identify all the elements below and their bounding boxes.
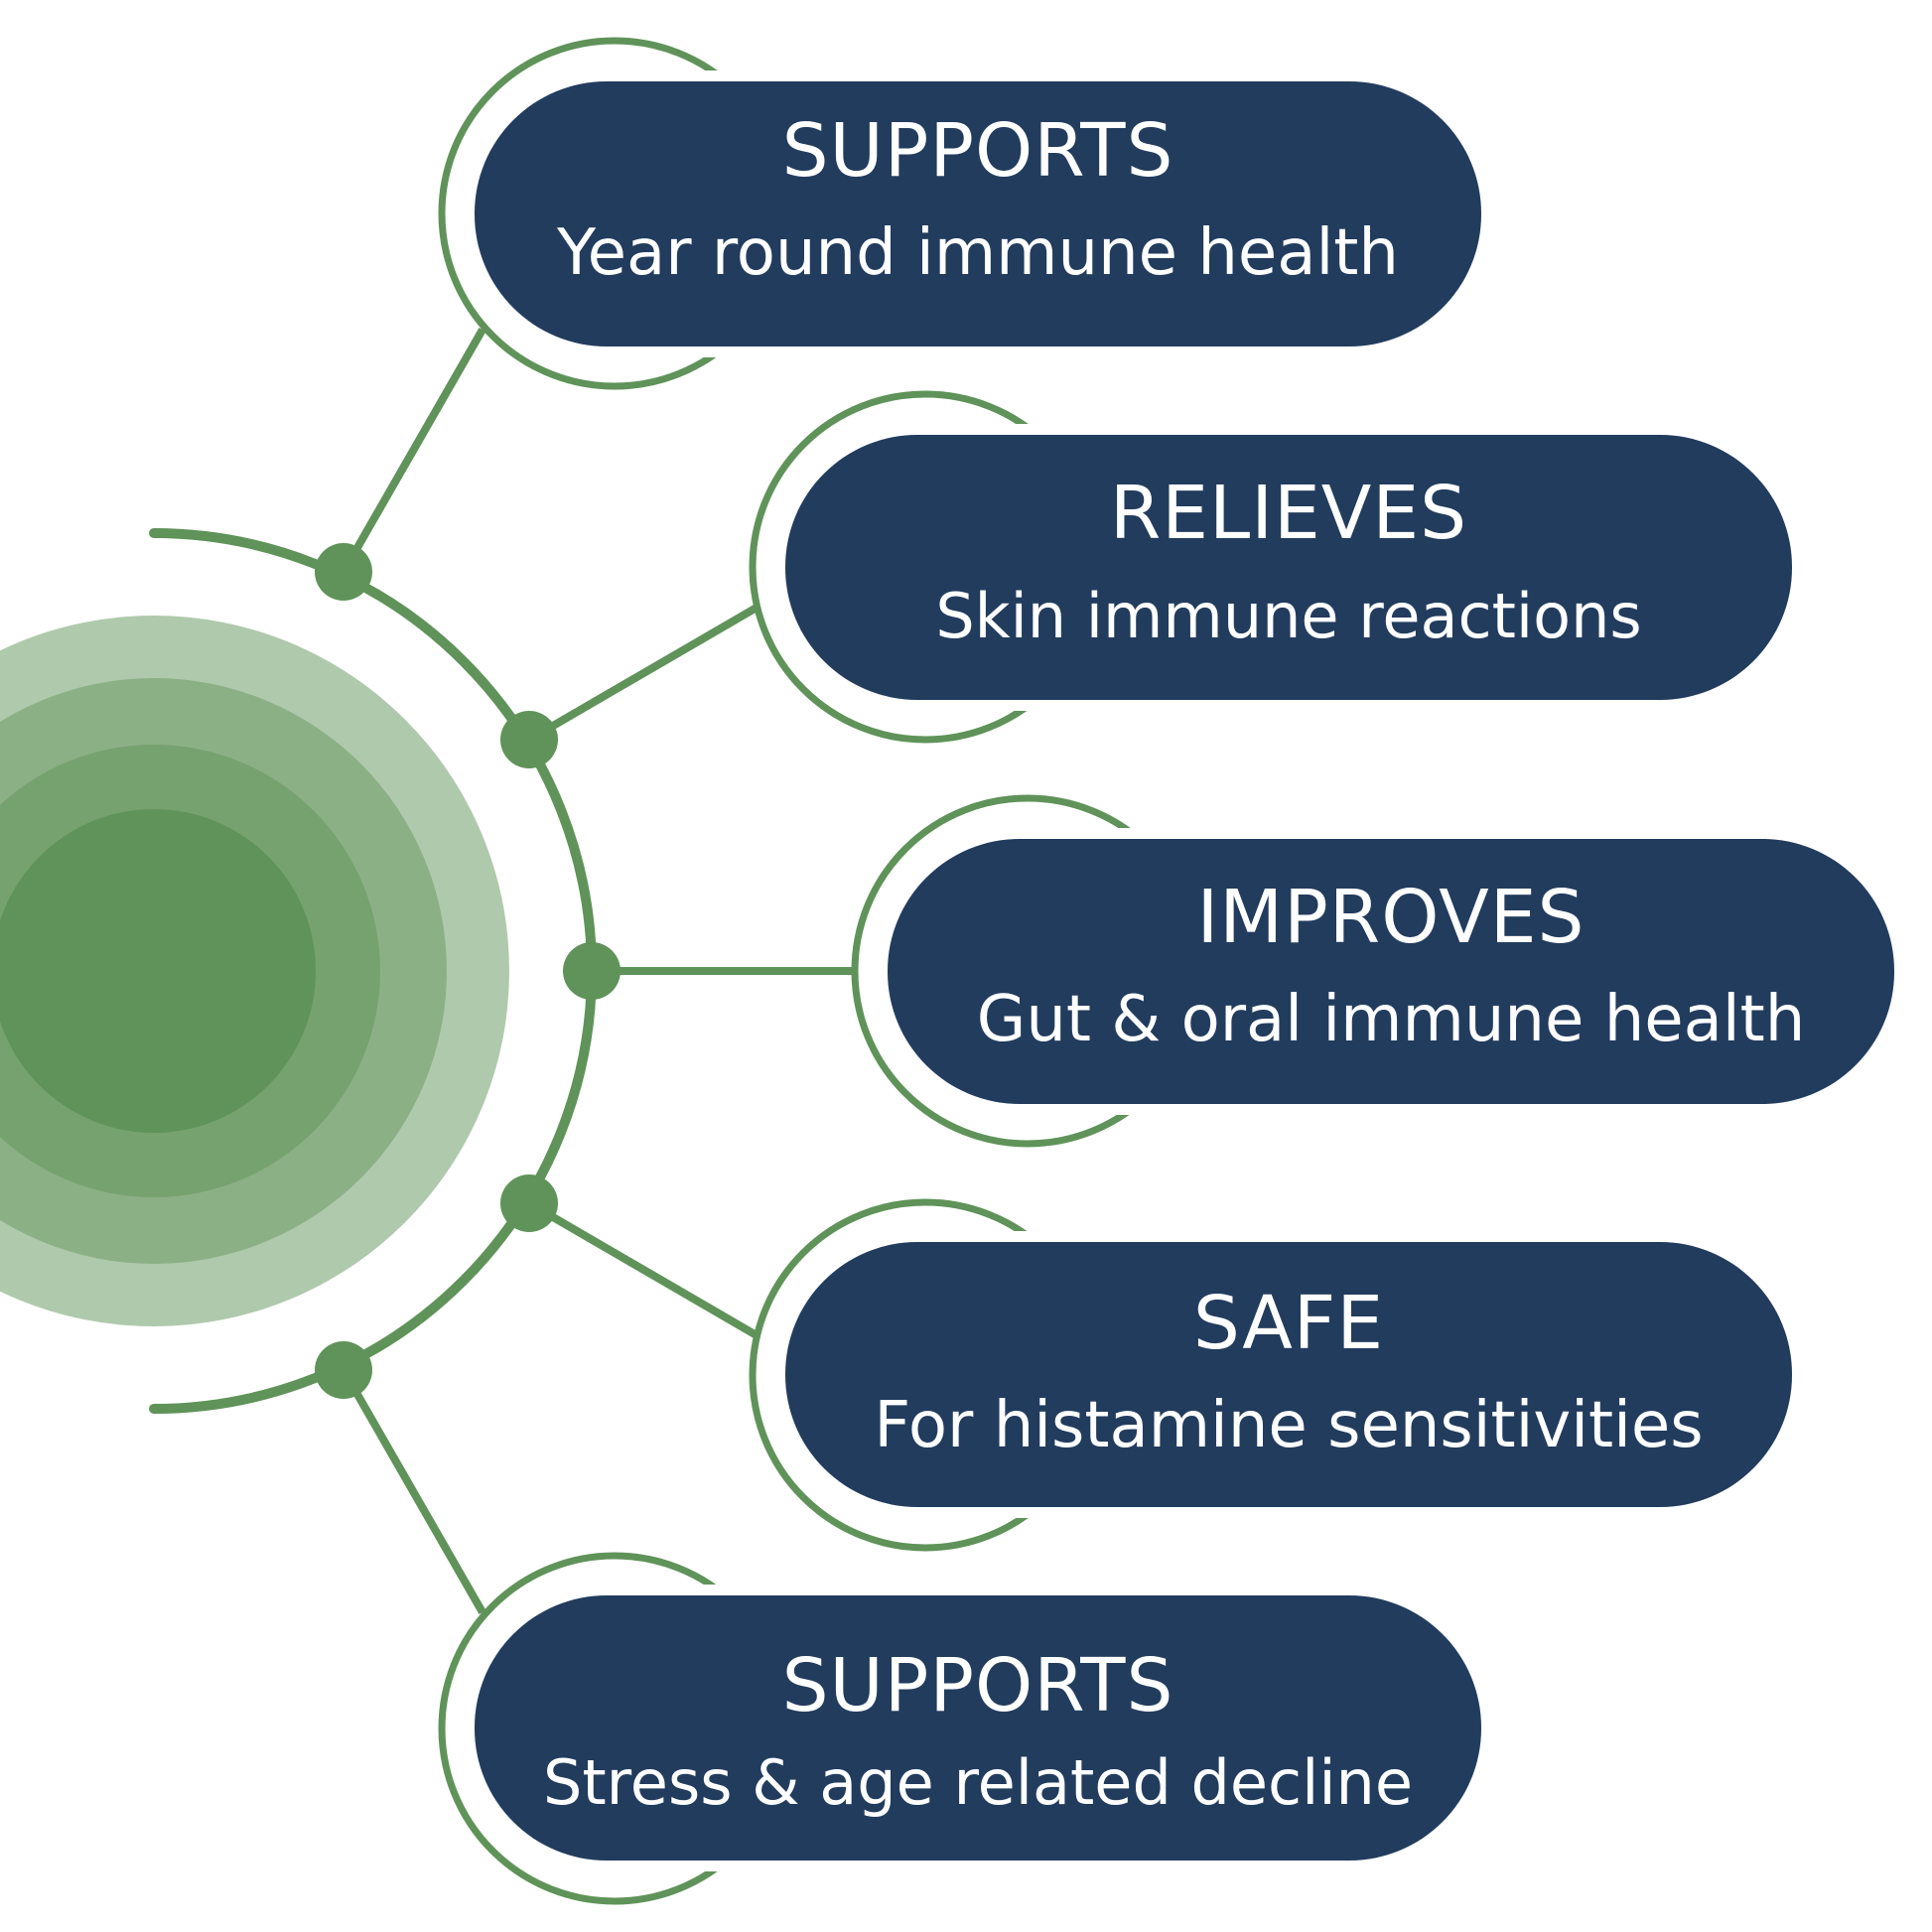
benefit-heading: SUPPORTS [781,1643,1174,1728]
spoke-2 [526,604,759,744]
pill-3 [888,839,1894,1104]
connector-dot-5 [315,1341,372,1399]
benefit-subtext: Gut & oral immune health [976,983,1806,1056]
connector-spokes [340,328,854,1614]
benefit-heading: IMPROVES [1196,875,1586,960]
benefit-subtext: Year round immune health [557,216,1399,290]
benefit-label-2: RELIEVES Skin immune reactions [785,477,1792,647]
connector-dot-4 [500,1174,558,1232]
benefit-heading: SAFE [1192,1281,1385,1366]
spoke-5 [340,1368,486,1614]
benefit-subtext: Skin immune reactions [935,580,1642,652]
connector-dot-3 [563,942,621,1000]
benefit-label-5: SUPPORTS Stress & age related decline [475,1649,1481,1814]
pill-2 [785,435,1792,700]
pill-5 [475,1595,1481,1861]
connector-dot-1 [315,543,372,601]
benefit-heading: RELIEVES [1109,471,1468,556]
benefit-subtext: Stress & age related decline [543,1746,1413,1819]
center-ring-inner [0,809,316,1133]
pills [475,81,1894,1861]
benefit-label-1: SUPPORTS Year round immune health [475,114,1481,285]
benefit-heading: SUPPORTS [781,108,1174,194]
spoke-1 [340,328,486,574]
benefit-label-4: SAFE For histamine sensitivities [785,1287,1792,1457]
center-emblem [0,616,509,1326]
connector-dots [315,543,621,1399]
spoke-4 [526,1199,759,1339]
benefit-subtext: For histamine sensitivities [874,1389,1704,1462]
benefit-label-3: IMPROVES Gut & oral immune health [888,881,1894,1051]
pill-1 [475,81,1481,346]
pill-4 [785,1242,1792,1507]
connector-dot-2 [500,711,558,768]
